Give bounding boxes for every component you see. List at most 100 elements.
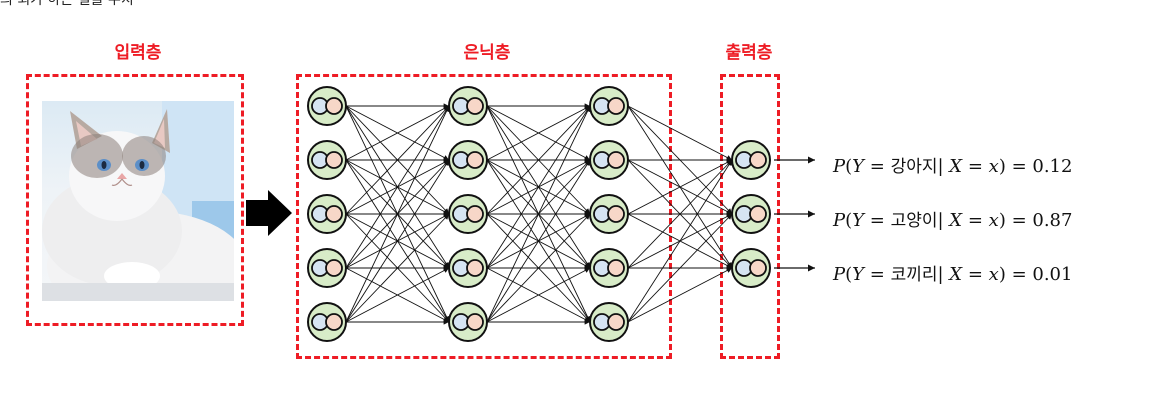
neuron-node xyxy=(448,194,488,234)
prob-symbol: P xyxy=(833,156,846,177)
connection-line xyxy=(486,213,591,323)
connection-line xyxy=(627,159,733,323)
connection-line xyxy=(486,267,591,323)
prob-y: Y xyxy=(852,156,865,177)
input-layer-label: 입력층 xyxy=(114,43,162,63)
connection-line xyxy=(486,105,591,323)
hidden-layer-box xyxy=(296,74,672,359)
neuron-right-unit xyxy=(325,313,343,331)
connection-line xyxy=(345,105,450,323)
prob-value: 0.12 xyxy=(1032,156,1073,177)
connection-line xyxy=(486,105,591,215)
prob-eq2: = xyxy=(962,210,989,231)
prob-class: 코끼리 xyxy=(890,265,938,285)
prob-eq2: = xyxy=(962,156,989,177)
prob-y: Y xyxy=(852,210,865,231)
prob-eq3: = xyxy=(1005,264,1033,285)
neuron-right-unit xyxy=(749,151,767,169)
neuron-node xyxy=(448,86,488,126)
prob-xv: x xyxy=(988,210,999,231)
neuron-right-unit xyxy=(466,259,484,277)
input-arrow-icon xyxy=(246,190,292,236)
prob-open: ( xyxy=(845,264,853,285)
cat-photo xyxy=(42,101,234,301)
connection-line xyxy=(486,159,591,323)
neuron-node xyxy=(307,248,347,288)
connection-line xyxy=(345,105,450,215)
prob-eq3: = xyxy=(1005,210,1033,231)
prob-symbol: P xyxy=(833,264,846,285)
neuron-node xyxy=(307,302,347,342)
neuron-right-unit xyxy=(466,205,484,223)
connection-line xyxy=(627,159,733,215)
prob-close: ) xyxy=(998,264,1006,285)
neuron-right-unit xyxy=(325,151,343,169)
neuron-node xyxy=(589,140,629,180)
neuron-node xyxy=(589,302,629,342)
prob-bar: | xyxy=(937,264,950,285)
neuron-node xyxy=(448,302,488,342)
neuron-node xyxy=(307,194,347,234)
connection-line xyxy=(486,105,591,161)
prob-symbol: P xyxy=(833,210,846,231)
connection-line xyxy=(345,105,450,269)
output-layer-label: 출력층 xyxy=(725,43,773,63)
prob-y: Y xyxy=(852,264,865,285)
connection-line xyxy=(627,267,733,323)
neuron-node xyxy=(731,194,771,234)
connection-line xyxy=(627,159,733,269)
neuron-node xyxy=(307,140,347,180)
neuron-node xyxy=(589,248,629,288)
neuron-node xyxy=(448,248,488,288)
neuron-right-unit xyxy=(749,259,767,277)
neuron-node xyxy=(448,140,488,180)
output-probability-1: P(Y = 고양이| X = x) = 0.87 xyxy=(833,206,1072,231)
neuron-right-unit xyxy=(607,205,625,223)
prob-close: ) xyxy=(998,156,1006,177)
prob-x: X xyxy=(949,156,963,177)
neuron-right-unit xyxy=(325,97,343,115)
output-layer-box xyxy=(720,74,780,359)
neuron-right-unit xyxy=(466,97,484,115)
neuron-right-unit xyxy=(749,205,767,223)
neuron-right-unit xyxy=(607,97,625,115)
neuron-node xyxy=(731,140,771,180)
prob-eq1: = xyxy=(864,156,891,177)
prob-xv: x xyxy=(988,264,999,285)
connection-line xyxy=(345,213,450,323)
output-probability-0: P(Y = 강아지| X = x) = 0.12 xyxy=(833,152,1072,177)
prob-bar: | xyxy=(937,210,950,231)
prob-xv: x xyxy=(988,156,999,177)
prob-eq2: = xyxy=(962,264,989,285)
connection-line xyxy=(345,159,450,323)
neuron-right-unit xyxy=(325,259,343,277)
input-layer-box xyxy=(26,74,244,326)
neuron-node xyxy=(589,194,629,234)
prob-eq3: = xyxy=(1005,156,1033,177)
neuron-right-unit xyxy=(607,259,625,277)
connection-line xyxy=(345,267,450,323)
prob-eq1: = xyxy=(864,210,891,231)
top-text-snippet: 의 뇌가 하는 일을 수치 xyxy=(0,0,134,8)
prob-open: ( xyxy=(845,210,853,231)
hidden-layer-label: 은닉층 xyxy=(463,43,511,63)
prob-value: 0.01 xyxy=(1032,264,1073,285)
neuron-right-unit xyxy=(607,313,625,331)
prob-class: 고양이 xyxy=(890,211,938,231)
neuron-node xyxy=(307,86,347,126)
neuron-right-unit xyxy=(466,313,484,331)
output-probability-2: P(Y = 코끼리| X = x) = 0.01 xyxy=(833,260,1072,285)
prob-x: X xyxy=(949,210,963,231)
connection-line xyxy=(486,105,591,269)
neuron-right-unit xyxy=(607,151,625,169)
prob-class: 강아지 xyxy=(890,157,938,177)
connection-line xyxy=(345,105,450,161)
prob-open: ( xyxy=(845,156,853,177)
prob-bar: | xyxy=(937,156,950,177)
prob-eq1: = xyxy=(864,264,891,285)
connection-line xyxy=(627,213,733,323)
prob-close: ) xyxy=(998,210,1006,231)
prob-x: X xyxy=(949,264,963,285)
connection-line xyxy=(627,105,733,161)
